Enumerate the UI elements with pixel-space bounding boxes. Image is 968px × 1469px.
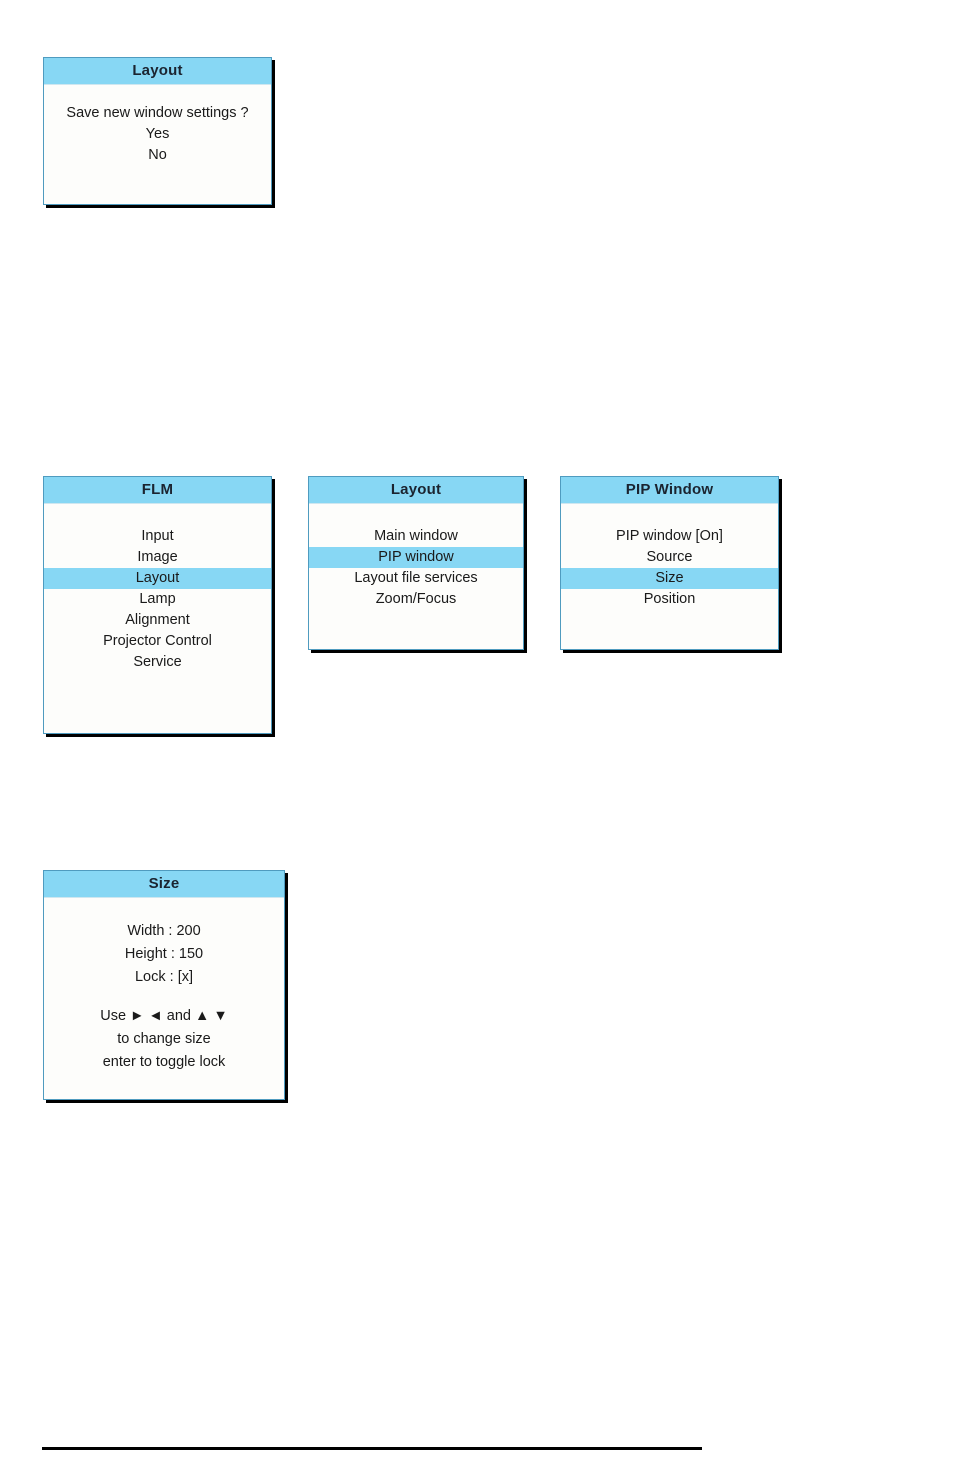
- panel-title: Size: [44, 871, 284, 898]
- menu-item-alignment[interactable]: Alignment: [125, 612, 190, 628]
- menu-item-input[interactable]: Input: [141, 528, 174, 544]
- panel-body: Main window PIP window Layout file servi…: [309, 504, 523, 610]
- menu-item-pip-window[interactable]: PIP window: [309, 547, 523, 568]
- menu-item-size[interactable]: Size: [561, 568, 778, 589]
- menu-item-zoom-focus[interactable]: Zoom/Focus: [375, 591, 457, 607]
- menu-item-lamp[interactable]: Lamp: [139, 591, 176, 607]
- menu-item-layout[interactable]: Layout: [44, 568, 271, 589]
- panel-body: Save new window settings ? Yes No: [44, 85, 271, 166]
- size-help-line-1: Use ► ◄ and ▲ ▼: [100, 1008, 228, 1024]
- panel-title: Layout: [309, 477, 523, 504]
- panel-body: Width : 200 Height : 150 Lock : [x] Use …: [44, 898, 284, 1074]
- osd-panel-flm: FLM Input Image Layout Lamp Alignment Pr…: [43, 476, 272, 734]
- osd-panel-save-layout: Layout Save new window settings ? Yes No: [43, 57, 272, 205]
- menu-item-yes[interactable]: Yes: [145, 126, 170, 142]
- menu-item-no[interactable]: No: [148, 147, 167, 163]
- size-help-line-2: to change size: [117, 1031, 211, 1047]
- panel-title: FLM: [44, 477, 271, 504]
- menu-item-pip-window-toggle[interactable]: PIP window [On]: [616, 528, 723, 544]
- menu-item-position[interactable]: Position: [643, 591, 696, 607]
- panel-body: PIP window [On] Source Size Position: [561, 504, 778, 610]
- size-lock-checkbox[interactable]: Lock : [x]: [134, 969, 194, 985]
- menu-item-image[interactable]: Image: [137, 549, 178, 565]
- size-help-line-3: enter to toggle lock: [102, 1054, 226, 1070]
- osd-panel-size: Size Width : 200 Height : 150 Lock : [x]…: [43, 870, 285, 1100]
- panel-body: Input Image Layout Lamp Alignment Projec…: [44, 504, 271, 673]
- osd-panel-layout: Layout Main window PIP window Layout fil…: [308, 476, 524, 650]
- osd-panel-pip-window: PIP Window PIP window [On] Source Size P…: [560, 476, 779, 650]
- panel-title: Layout: [44, 58, 271, 85]
- footer-divider: [42, 1447, 702, 1450]
- spacer: [44, 989, 284, 1005]
- menu-item-projector-control[interactable]: Projector Control: [103, 633, 212, 649]
- save-prompt-text: Save new window settings ?: [66, 105, 249, 121]
- size-height-value[interactable]: Height : 150: [124, 946, 204, 962]
- menu-item-main-window[interactable]: Main window: [374, 528, 458, 544]
- panel-title: PIP Window: [561, 477, 778, 504]
- menu-item-layout-file-services[interactable]: Layout file services: [354, 570, 478, 586]
- menu-item-source[interactable]: Source: [646, 549, 693, 565]
- size-width-value[interactable]: Width : 200: [127, 923, 201, 939]
- menu-item-service[interactable]: Service: [133, 654, 182, 670]
